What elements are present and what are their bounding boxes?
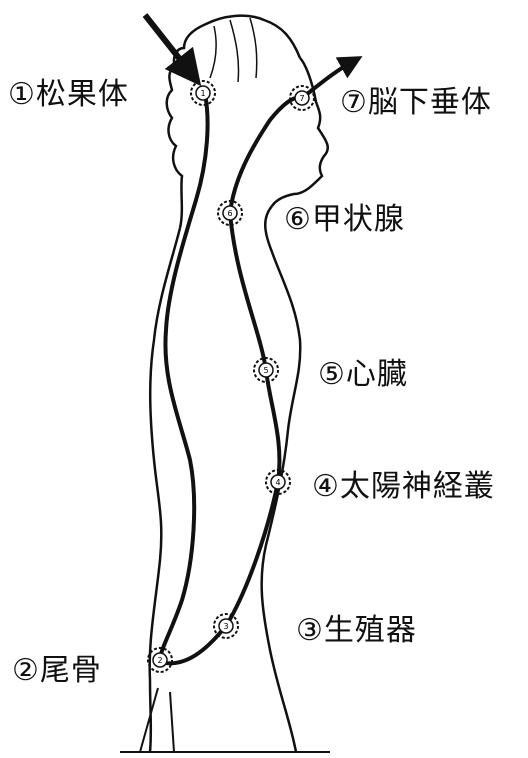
node-4-number: 4 xyxy=(275,478,280,487)
label-pituitary: ⑦脳下垂体 xyxy=(340,88,492,118)
node-5-number: 5 xyxy=(263,366,268,375)
chakra-node-1: 1 xyxy=(191,81,215,105)
label-heart: ⑤心臓 xyxy=(318,360,408,390)
label-pineal: ①松果体 xyxy=(8,80,129,110)
descending-channel xyxy=(160,94,208,660)
node-7-number: 7 xyxy=(299,94,304,103)
node-2-number: 2 xyxy=(157,656,162,665)
incoming-arrow xyxy=(145,15,190,72)
label-thyroid: ⑥甲状腺 xyxy=(284,205,405,235)
node-6-number: 6 xyxy=(227,209,232,218)
back-body-outline xyxy=(150,228,180,752)
node-3-number: 3 xyxy=(223,622,228,631)
face-outline xyxy=(272,58,328,206)
hair-detail xyxy=(210,18,257,82)
label-coccyx: ②尾骨 xyxy=(12,656,102,686)
node-1-number: 1 xyxy=(200,89,205,98)
label-reproductive: ③生殖器 xyxy=(296,616,417,646)
label-solar-plexus: ④太陽神経叢 xyxy=(312,472,495,502)
